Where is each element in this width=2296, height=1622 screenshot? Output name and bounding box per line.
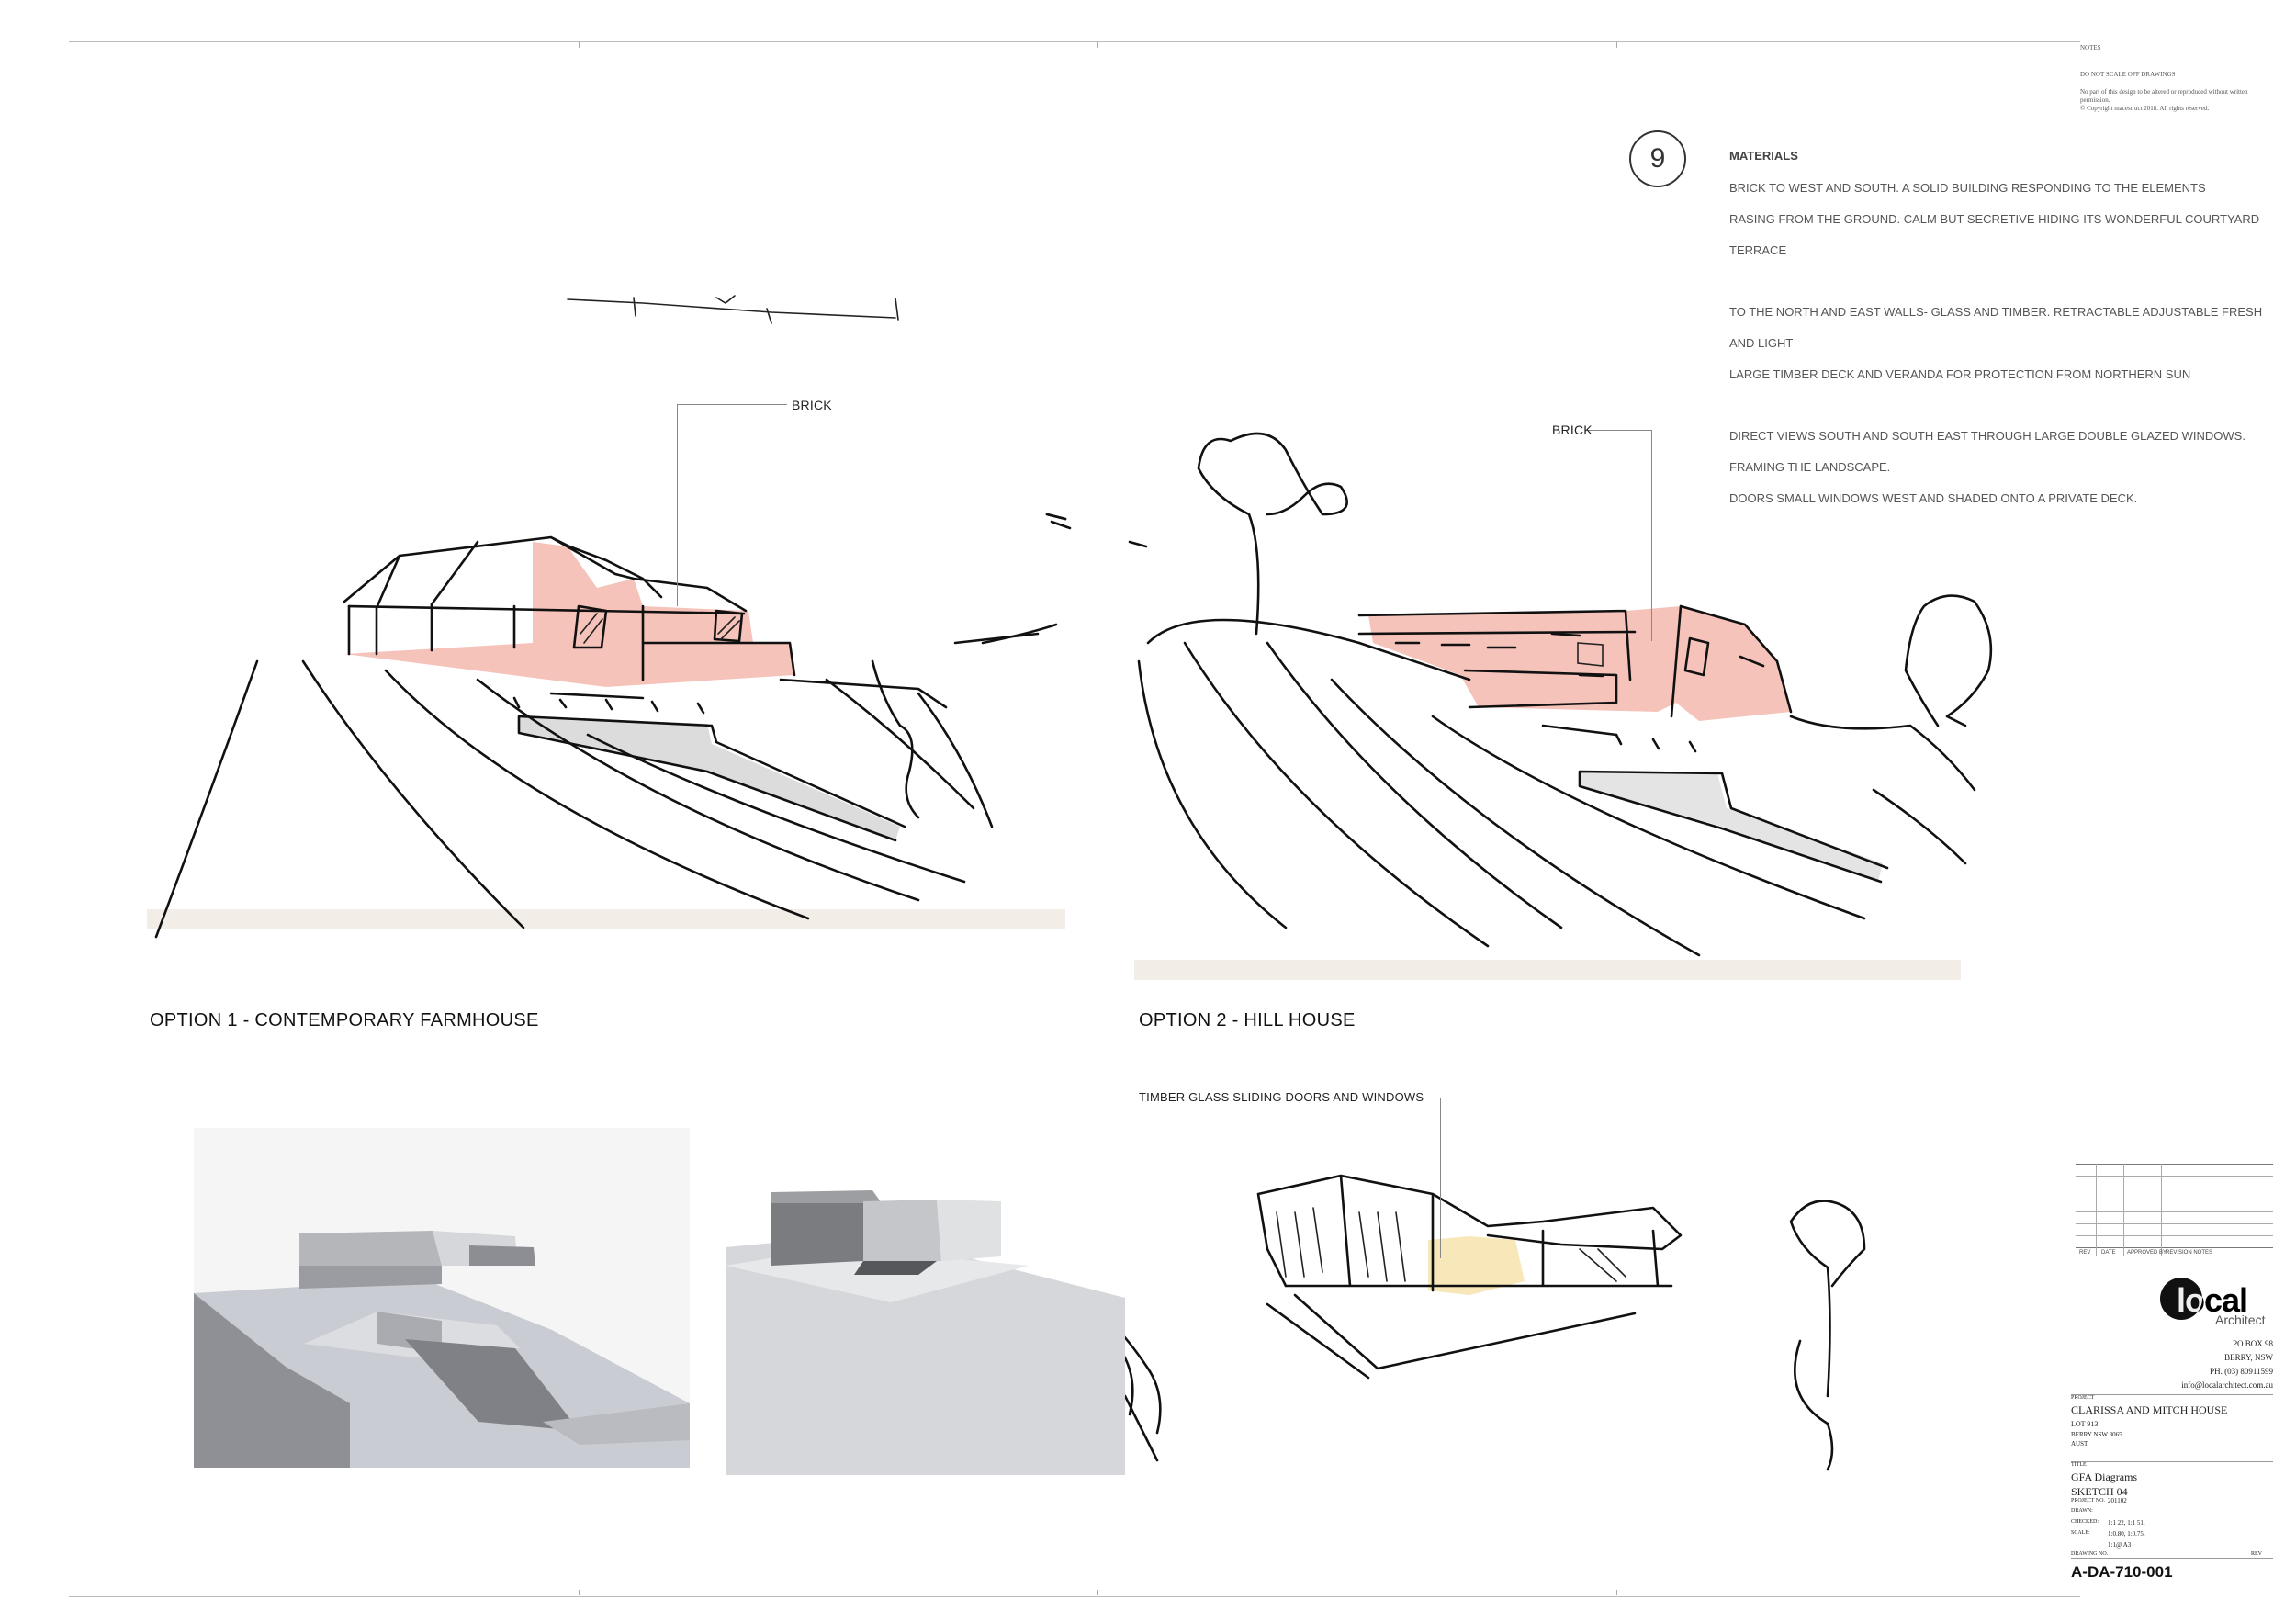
- scale-line: 1:0.80, 1:0.75,: [2108, 1530, 2145, 1538]
- materials-line: RASING FROM THE GROUND. CALM BUT SECRETI…: [1729, 212, 2260, 226]
- rev-col-header: REV: [2079, 1250, 2091, 1256]
- callout-brick: BRICK: [1552, 422, 1593, 437]
- rev-col-header: APPROVED BY: [2127, 1250, 2167, 1256]
- title-label: TITLE: [2071, 1462, 2087, 1468]
- ramp-fill: [1580, 772, 1883, 882]
- scale-values: 1:1 22, 1:1 51, 1:0.80, 1:0.75, 1:1@ A3: [2108, 1517, 2145, 1550]
- border-tick: [1616, 42, 1617, 48]
- border-tick: [579, 42, 580, 48]
- brick-leader-vertical: [1651, 430, 1652, 641]
- brick-fill: [344, 542, 794, 687]
- title-line1: GFA Diagrams: [2071, 1470, 2138, 1483]
- timber-sketch: [1109, 1174, 1866, 1471]
- drawing-number: A-DA-710-001: [2071, 1563, 2173, 1581]
- option1-caption: OPTION 1 - CONTEMPORARY FARMHOUSE: [150, 1010, 539, 1031]
- materials-line: FRAMING THE LANDSCAPE.: [1729, 460, 1891, 474]
- border-tick: [579, 1590, 580, 1595]
- logo-word: local: [2177, 1281, 2248, 1319]
- border-tick: [1616, 1590, 1617, 1595]
- rev-col-header: REVISION NOTES: [2166, 1250, 2213, 1256]
- ground-shadow: [147, 909, 1065, 929]
- materials-line: AND LIGHT: [1729, 336, 1794, 350]
- notes-line: No part of this design to be altered or …: [2080, 88, 2248, 96]
- materials-line: BRICK TO WEST AND SOUTH. A SOLID BUILDIN…: [1729, 181, 2206, 195]
- logo-circle: [2160, 1278, 2202, 1320]
- contact-block: PO BOX 98 BERRY, NSW PH. (03) 80911599 i…: [2112, 1337, 2273, 1392]
- project-country: AUST: [2071, 1440, 2088, 1447]
- sketch-number-circle: 9: [1629, 130, 1686, 187]
- render-2-svg: [726, 1190, 1125, 1475]
- title-line2: SKETCH 04: [2071, 1485, 2128, 1498]
- border-tick: [1097, 42, 1098, 48]
- contact-line: PH. (03) 80911599: [2210, 1367, 2273, 1376]
- project-suburb: BERRY NSW 3065: [2071, 1431, 2122, 1438]
- tb-divider: [2071, 1394, 2273, 1395]
- contact-line: info@localarchitect.com.au: [2181, 1380, 2273, 1390]
- project-name: CLARISSA AND MITCH HOUSE: [2071, 1403, 2228, 1416]
- notes-heading: NOTES: [2080, 44, 2101, 51]
- notes-line: permission.: [2080, 96, 2110, 105]
- scale-line: 1:1@ A3: [2108, 1541, 2132, 1549]
- materials-title: MATERIALS: [1729, 149, 1798, 163]
- checked-label: CHECKED:: [2071, 1519, 2099, 1525]
- callout-timber: TIMBER GLASS SLIDING DOORS AND WINDOWS: [1139, 1090, 1424, 1104]
- callout-brick: BRICK: [792, 398, 832, 412]
- materials-line: TERRACE: [1729, 243, 1787, 257]
- contact-line: BERRY, NSW: [2224, 1353, 2273, 1362]
- brick-leader-vertical: [677, 404, 678, 606]
- brick-leader-horizontal: [1587, 430, 1651, 431]
- rev-label: REV: [2251, 1551, 2262, 1557]
- drawn-label: DRAWN:: [2071, 1508, 2093, 1514]
- option1-sketch: [147, 513, 1072, 939]
- render-1-svg: [194, 1231, 690, 1468]
- sketch-number: 9: [1649, 143, 1666, 174]
- scale-label: SCALE:: [2071, 1530, 2090, 1536]
- notes-block: NOTES DO NOT SCALE OFF DRAWINGS No part …: [2080, 44, 2264, 113]
- project-lot: LOT 913: [2071, 1420, 2099, 1428]
- drawing-no-label: DRAWING NO.: [2071, 1551, 2109, 1557]
- option2-caption: OPTION 2 - HILL HOUSE: [1139, 1010, 1356, 1031]
- materials-line: DOORS SMALL WINDOWS WEST AND SHADED ONTO…: [1729, 491, 2138, 505]
- timber-leader-vertical: [1440, 1098, 1441, 1258]
- plan-sketch: [567, 295, 899, 324]
- rev-col-header: DATE: [2101, 1250, 2116, 1256]
- tb-divider: [2071, 1558, 2273, 1559]
- notes-line: DO NOT SCALE OFF DRAWINGS: [2080, 71, 2176, 79]
- materials-block: MATERIALS BRICK TO WEST AND SOUTH. A SOL…: [1729, 149, 2262, 505]
- bottom-border: [69, 1596, 2080, 1597]
- brick-leader-horizontal: [677, 404, 787, 405]
- materials-line: TO THE NORTH AND EAST WALLS- GLASS AND T…: [1729, 305, 2263, 319]
- massing-render-1: [194, 1128, 690, 1468]
- top-border: [69, 41, 2080, 42]
- logo: local Architect: [2158, 1278, 2273, 1333]
- tb-divider: [2071, 1461, 2273, 1462]
- revision-table: REV DATE APPROVED BY REVISION NOTES: [2076, 1164, 2273, 1265]
- project-label: PROJECT: [2071, 1395, 2095, 1401]
- ground-shadow: [1134, 960, 1961, 980]
- glass-fill: [1428, 1236, 1525, 1295]
- border-tick: [1097, 1590, 1098, 1595]
- massing-render-2: [726, 1128, 1125, 1475]
- scale-line: 1:1 22, 1:1 51,: [2108, 1519, 2145, 1526]
- logo-sub: Architect: [2215, 1312, 2266, 1327]
- option2-sketch: [1045, 432, 1993, 980]
- notes-line: © Copyright macestruct 2018. All rights …: [2080, 105, 2210, 113]
- project-no-label: PROJECT NO.: [2071, 1498, 2105, 1504]
- materials-line: LARGE TIMBER DECK AND VERANDA FOR PROTEC…: [1729, 367, 2191, 381]
- materials-line: DIRECT VIEWS SOUTH AND SOUTH EAST THROUG…: [1729, 429, 2245, 443]
- contact-line: PO BOX 98: [2232, 1339, 2273, 1348]
- project-no: 201102: [2108, 1497, 2127, 1504]
